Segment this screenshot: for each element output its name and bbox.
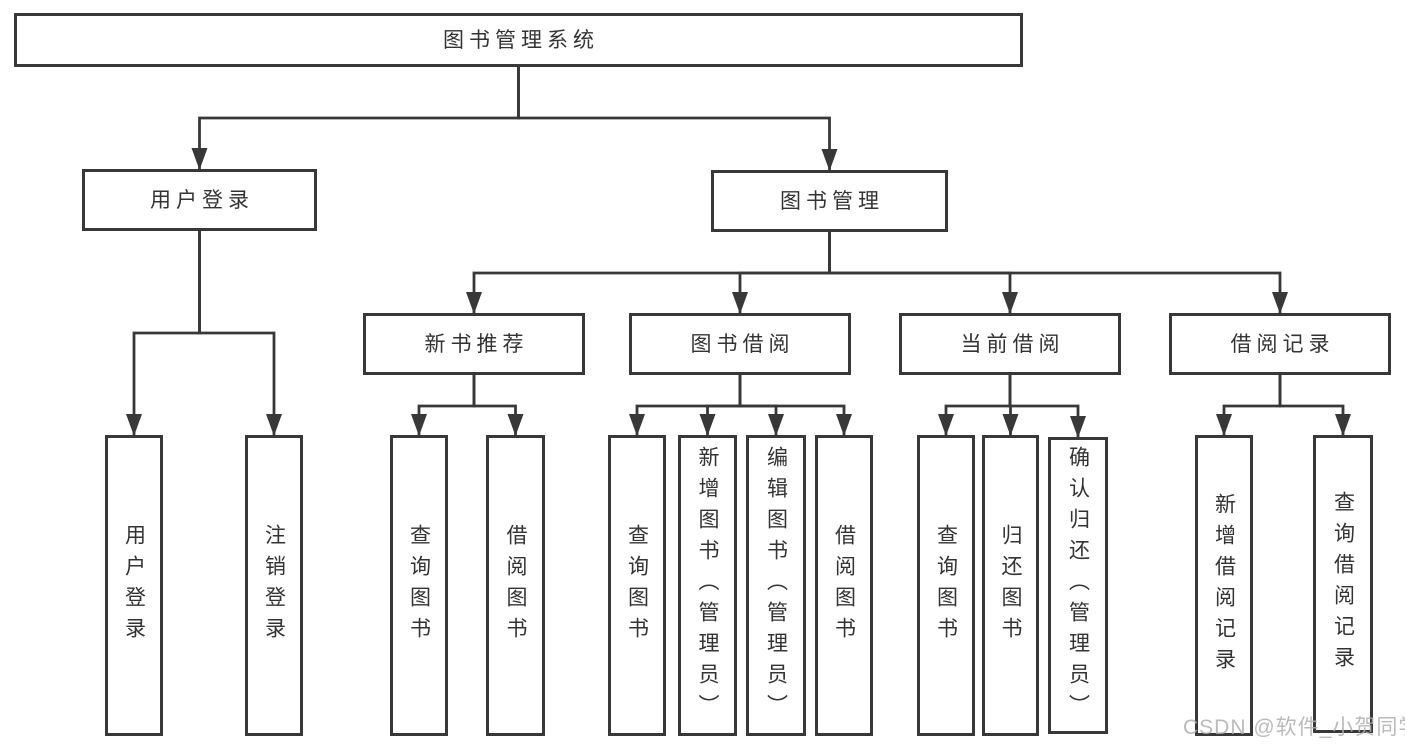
node-current-borrow: 当前借阅 [899, 313, 1121, 375]
node-ul-logout: 注销登录 [245, 435, 303, 736]
node-bb-query-book: 查询图书 [608, 435, 666, 736]
connector-book-borrow-to-bb-borrow-book [738, 375, 852, 436]
node-label-bb-query-book: 查询图书 [625, 523, 649, 648]
node-label-cb-query-book: 查询图书 [934, 523, 958, 648]
node-label-cb-confirm: 确认归还（管理员） [1066, 446, 1090, 725]
node-label-book-borrow: 图书借阅 [690, 332, 795, 356]
node-bb-add-book: 新增图书（管理员） [678, 435, 737, 736]
node-br-query-record: 查询借阅记录 [1313, 435, 1373, 733]
node-bb-borrow-book: 借阅图书 [815, 435, 873, 736]
node-nb-borrow-book: 借阅图书 [486, 435, 545, 736]
node-label-new-book-rec: 新书推荐 [424, 332, 529, 356]
connector-book-borrow-to-bb-add-book [699, 375, 742, 436]
node-cb-confirm: 确认归还（管理员） [1048, 437, 1108, 734]
node-label-nb-query-book: 查询图书 [407, 523, 431, 648]
node-book-borrow: 图书借阅 [629, 313, 851, 375]
node-label-borrow-records: 借阅记录 [1230, 332, 1335, 356]
node-label-ul-login: 用户登录 [122, 523, 146, 648]
connector-borrow-records-to-br-query-record [1278, 375, 1351, 436]
edge-group [126, 67, 1351, 438]
node-cb-return-book: 归还图书 [982, 435, 1039, 736]
node-new-book-rec: 新书推荐 [363, 313, 585, 375]
node-label-root: 图书管理系统 [443, 28, 599, 52]
node-user-login: 用户登录 [82, 169, 317, 231]
connector-root-to-user-login [191, 67, 520, 170]
node-borrow-records: 借阅记录 [1169, 313, 1391, 375]
connector-current-borrow-to-cb-query-book [938, 375, 1012, 436]
node-root: 图书管理系统 [14, 13, 1023, 67]
watermark: CSDN @软件_小贺同学 [1183, 716, 1405, 739]
connector-current-borrow-to-cb-confirm [1008, 375, 1086, 438]
connector-book-mgmt-to-borrow-records [828, 232, 1288, 314]
connector-new-book-rec-to-nb-borrow-book [472, 375, 524, 436]
node-cb-query-book: 查询图书 [917, 435, 975, 736]
node-label-bb-borrow-book: 借阅图书 [832, 523, 856, 648]
connector-user-login-to-ul-login [126, 231, 201, 436]
node-ul-login: 用户登录 [105, 435, 163, 736]
node-bb-edit-book: 编辑图书（管理员） [746, 435, 806, 736]
node-label-bb-add-book: 新增图书（管理员） [696, 446, 719, 725]
connector-new-book-rec-to-nb-query-book [411, 375, 476, 436]
node-label-cb-return-book: 归还图书 [999, 523, 1022, 648]
node-br-add-record: 新增借阅记录 [1195, 435, 1253, 736]
node-nb-query-book: 查询图书 [390, 435, 448, 736]
connector-user-login-to-ul-logout [198, 231, 282, 436]
node-label-current-borrow: 当前借阅 [960, 332, 1065, 356]
node-label-book-mgmt: 图书管理 [780, 189, 884, 213]
connector-root-to-book-mgmt [517, 67, 838, 171]
node-label-user-login: 用户登录 [150, 188, 254, 212]
connector-borrow-records-to-br-add-record [1216, 375, 1282, 436]
node-label-br-add-record: 新增借阅记录 [1212, 492, 1236, 679]
node-book-mgmt: 图书管理 [711, 170, 948, 232]
connector-book-mgmt-to-book-borrow [732, 232, 831, 314]
node-label-bb-edit-book: 编辑图书（管理员） [764, 446, 788, 725]
node-label-br-query-record: 查询借阅记录 [1331, 491, 1355, 677]
node-label-ul-logout: 注销登录 [262, 523, 286, 648]
node-label-nb-borrow-book: 借阅图书 [504, 523, 527, 648]
